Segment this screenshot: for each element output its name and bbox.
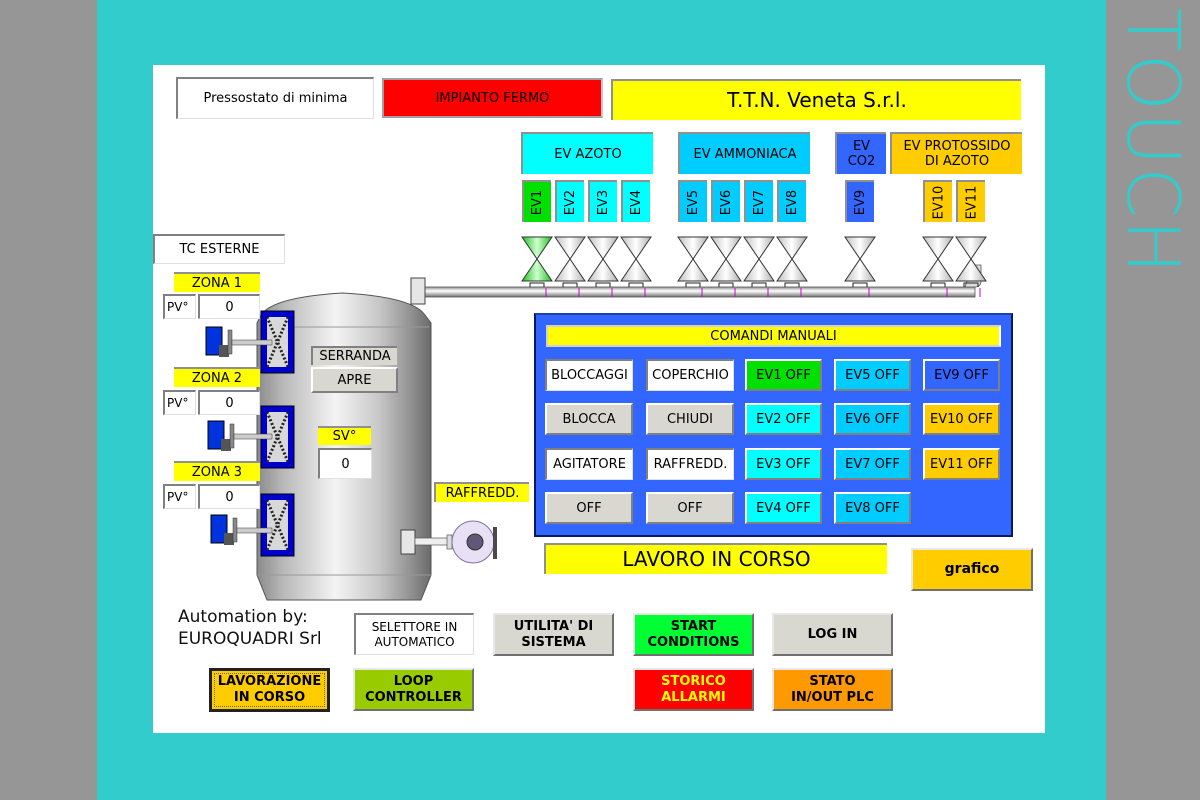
ev8-button[interactable]: EV8 OFF [834,492,911,524]
heater-2 [260,405,295,469]
valve-group-protossido: EV PROTOSSIDO DI AZOTO [890,132,1022,174]
coperchio-button[interactable]: CHIUDI [646,403,734,435]
valve-ev8 [776,236,808,297]
thermocouple-1 [205,326,273,357]
loop-controller-button[interactable]: LOOP CONTROLLER [353,668,474,711]
valve-ev4 [620,236,652,297]
valve-ev7 [743,236,775,297]
raffredd-label: RAFFREDD. [646,448,734,480]
ev3-button[interactable]: EV3 OFF [745,448,822,480]
start-conditions-button[interactable]: START CONDITIONS [633,613,754,656]
ev4-button[interactable]: EV4 OFF [745,492,822,524]
ev2-button[interactable]: EV2 OFF [745,403,822,435]
valve-group-co2: EV CO2 [835,132,886,174]
automation-credit: Automation by: EUROQUADRI Srl [178,606,322,650]
valve-tag-ev2: EV2 [555,180,584,222]
valve-tag-ev8: EV8 [777,180,806,222]
main-pipe [414,286,976,298]
pipe-flange [410,277,426,305]
zone-3-pv-label: PV° [163,484,196,509]
valve-tag-ev9: EV9 [845,180,874,222]
valve-tag-ev7: EV7 [744,180,773,222]
bloccaggi-label: BLOCCAGGI [545,359,633,391]
thermocouple-2 [207,420,273,451]
valve-tag-ev3: EV3 [588,180,617,222]
heater-3 [260,493,295,557]
ev7-button[interactable]: EV7 OFF [834,448,911,480]
grafico-button[interactable]: grafico [911,548,1033,591]
utilita-sistema-button[interactable]: UTILITA' DI SISTEMA [493,613,614,656]
valve-tag-ev4: EV4 [621,180,650,222]
serranda-label: SERRANDA [311,346,397,365]
valve-tag-ev10: EV10 [923,180,952,222]
serranda-button[interactable]: APRE [311,367,398,393]
agitatore-button[interactable]: OFF [545,492,633,524]
plant-status-indicator: IMPIANTO FERMO [382,78,603,118]
ev6-button[interactable]: EV6 OFF [834,403,911,435]
ev1-button[interactable]: EV1 OFF [745,359,822,391]
agitatore-label: AGITATORE [545,448,633,480]
valve-group-azoto: EV AZOTO [521,132,653,174]
ev10-button[interactable]: EV10 OFF [923,403,1000,435]
zone-3-label: ZONA 3 [174,461,260,481]
valve-ev2 [554,236,586,297]
stato-io-plc-button[interactable]: STATO IN/OUT PLC [772,668,893,711]
selector-mode-indicator: SELETTORE IN AUTOMATICO [354,613,474,655]
ev9-button[interactable]: EV9 OFF [923,359,1000,391]
bloccaggi-button[interactable]: BLOCCA [545,403,633,435]
valve-ev10 [922,236,954,297]
ev5-button[interactable]: EV5 OFF [834,359,911,391]
valve-ev11 [955,236,987,297]
vendor-name: EUROQUADRI Srl [178,629,322,649]
zone-3-pv-value: 0 [198,484,260,509]
manual-controls-panel: COMANDI MANUALI BLOCCAGGI BLOCCA AGITATO… [534,313,1013,537]
zone-2-pv-label: PV° [163,390,196,415]
tc-esterne-title: TC ESTERNE [153,234,285,264]
lavorazione-button[interactable]: LAVORAZIONE IN CORSO [209,668,330,712]
valve-ev6 [710,236,742,297]
zone-1-pv-label: PV° [163,294,196,319]
cooling-label: RAFFREDD. [434,482,529,502]
zone-2-pv-value: 0 [198,390,260,415]
zone-1-pv-value: 0 [198,294,260,319]
work-status-indicator: LAVORO IN CORSO [544,543,887,574]
valve-tag-ev11: EV11 [956,180,985,222]
valve-ev5 [677,236,709,297]
coperchio-label: COPERCHIO [646,359,734,391]
sv-value-input[interactable]: 0 [318,448,372,479]
storico-allarmi-button[interactable]: STORICO ALLARMI [633,668,754,711]
thermocouple-3 [210,514,273,545]
pressostato-indicator: Pressostato di minima [176,77,374,119]
valve-tag-ev6: EV6 [711,180,740,222]
valve-tag-ev5: EV5 [678,180,707,222]
manual-controls-title: COMANDI MANUALI [546,325,1001,347]
sv-label: SV° [318,426,371,445]
zone-1-label: ZONA 1 [174,272,260,292]
company-name: T.T.N. Veneta S.r.l. [611,79,1021,120]
hmi-screen: Pressostato di minima IMPIANTO FERMO T.T… [153,65,1045,733]
automation-by-label: Automation by: [178,607,308,627]
log-in-button[interactable]: LOG IN [772,613,893,656]
side-label: TOUCH [1111,8,1195,276]
valve-ev3 [587,236,619,297]
valve-ev9 [844,236,876,297]
cooling-pump [400,520,497,564]
valve-tag-ev1: EV1 [522,180,551,222]
valve-ev1 [521,236,553,297]
ev11-button[interactable]: EV11 OFF [923,448,1000,480]
valve-group-ammoniaca: EV AMMONIACA [678,132,810,174]
zone-2-label: ZONA 2 [174,367,260,387]
side-strip [1100,0,1106,800]
raffredd-button[interactable]: OFF [646,492,734,524]
